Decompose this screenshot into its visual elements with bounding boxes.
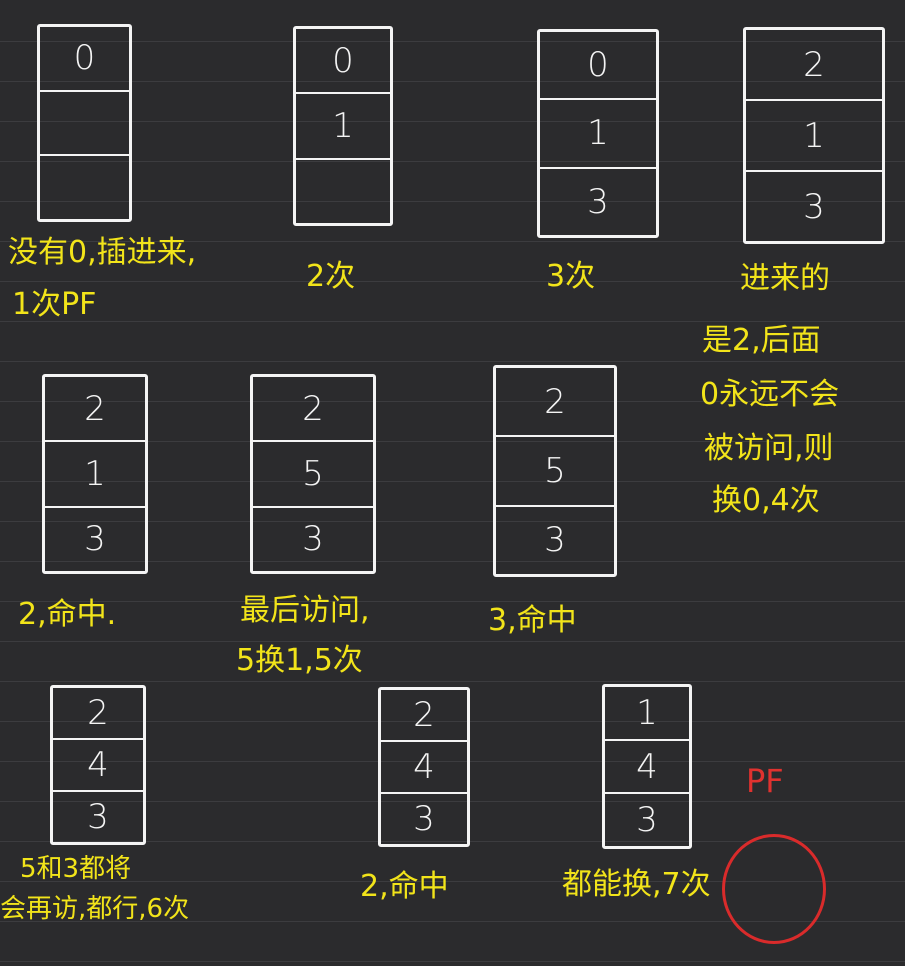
frame-7: 2 5 3 (493, 365, 617, 577)
frame-cell (40, 92, 129, 157)
frame-cell: 5 (253, 442, 373, 508)
note-frame-8-line-1: 5和3都将 (20, 854, 132, 884)
note-frame-6-line-1: 最后访问, (240, 593, 370, 628)
frame-cell (296, 160, 390, 223)
frame-cell: 2 (45, 377, 145, 443)
frame-cell: 1 (45, 442, 145, 508)
note-frame-3: 3次 (546, 259, 596, 294)
red-circle-annotation (722, 834, 826, 944)
frame-5: 2 1 3 (42, 374, 148, 574)
note-frame-2: 2次 (306, 259, 356, 294)
frame-cell: 2 (746, 30, 882, 101)
note-frame-4-line-5: 换0,4次 (712, 483, 820, 518)
frame-2: 0 1 (293, 26, 393, 226)
note-frame-10: 都能换,7次 (562, 867, 711, 902)
pf-label: PF (746, 762, 784, 800)
frame-cell: 0 (296, 29, 390, 95)
frame-3: 0 1 3 (537, 29, 659, 238)
frame-cell: 2 (53, 688, 143, 740)
frame-1: 0 (37, 24, 132, 222)
frame-cell: 1 (540, 100, 656, 169)
frame-cell: 5 (496, 437, 614, 507)
frame-cell: 3 (87, 797, 109, 837)
frame-cell: 0 (40, 27, 129, 92)
frame-cell: 3 (803, 186, 825, 227)
note-frame-4-line-4: 被访问,则 (704, 431, 834, 466)
note-frame-1-line-1: 没有0,插进来, (8, 235, 197, 270)
frame-cell: 3 (302, 519, 324, 560)
frame-cell: 0 (540, 32, 656, 101)
note-frame-4-line-3: 0永远不会 (700, 377, 840, 412)
frame-cell: 1 (605, 687, 689, 741)
frame-cell: 2 (496, 368, 614, 438)
note-frame-4-line-1: 进来的 (740, 261, 830, 296)
frame-cell: 3 (84, 519, 106, 560)
frame-cell: 4 (605, 741, 689, 795)
note-frame-6-line-2: 5换1,5次 (236, 643, 363, 678)
frame-cell: 3 (587, 181, 609, 222)
frame-10: 1 4 3 (602, 684, 692, 849)
note-frame-7: 3,命中 (488, 603, 577, 638)
note-frame-1-line-2: 1次PF (12, 287, 97, 322)
note-frame-8-line-2: 会再访,都行,6次 (0, 894, 190, 924)
frame-9: 2 4 3 (378, 687, 470, 847)
frame-cell: 3 (413, 799, 435, 839)
frame-cell: 4 (53, 740, 143, 792)
frame-cell (40, 156, 129, 219)
frame-cell: 3 (636, 800, 658, 841)
frame-cell: 1 (296, 94, 390, 160)
note-frame-9: 2,命中 (360, 869, 449, 904)
frame-6: 2 5 3 (250, 374, 376, 574)
frame-cell: 1 (746, 101, 882, 172)
frame-cell: 4 (381, 742, 467, 794)
frame-8: 2 4 3 (50, 685, 146, 845)
frame-cell: 2 (253, 377, 373, 443)
frame-cell: 3 (544, 520, 566, 561)
frame-4: 2 1 3 (743, 27, 885, 244)
note-frame-5: 2,命中. (18, 597, 117, 632)
note-frame-4-line-2: 是2,后面 (702, 323, 821, 358)
frame-cell: 2 (381, 690, 467, 742)
